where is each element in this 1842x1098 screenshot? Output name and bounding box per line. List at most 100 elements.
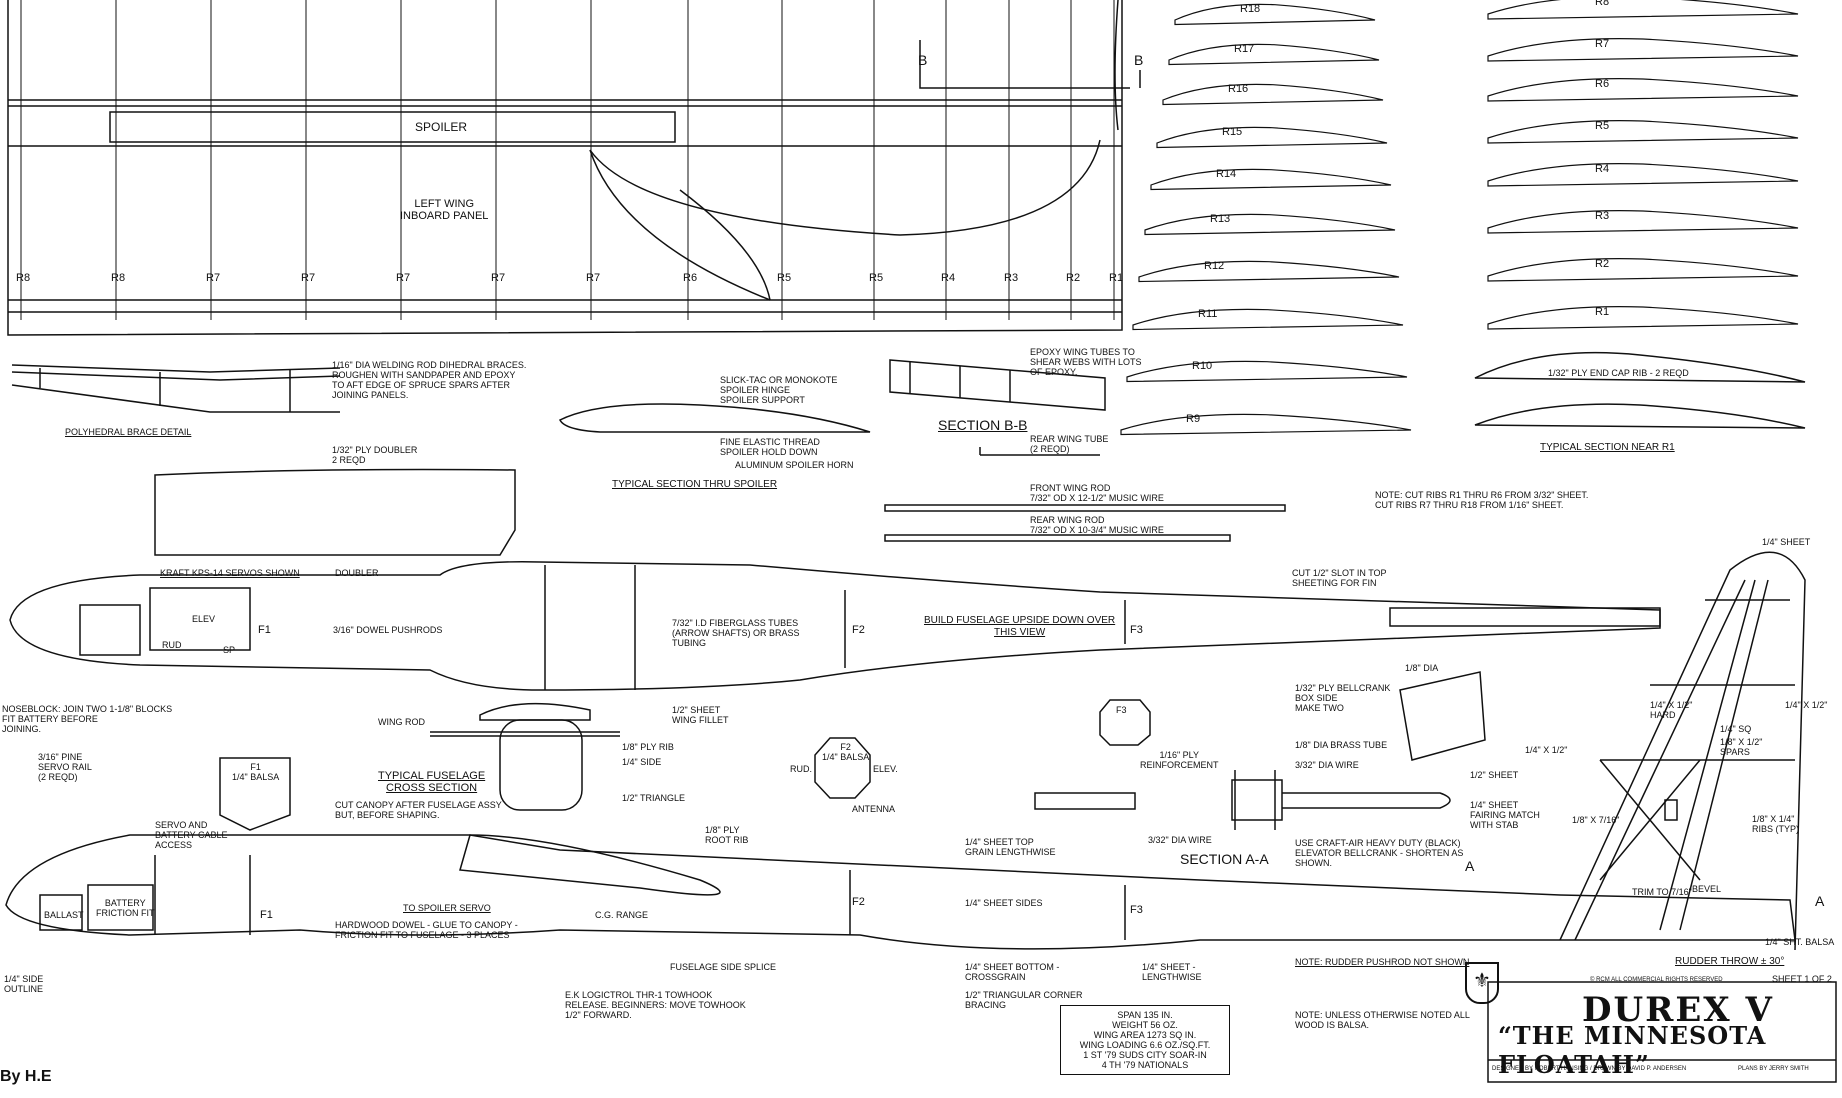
brass-tube-note: 1/8" DIA BRASS TUBE [1295,740,1388,750]
plans-by-text: PLANS BY JERRY SMITH [1738,1066,1809,1072]
rib-label: R7 [1595,38,1610,50]
author-credit: By H.E [0,1068,52,1085]
build-upside-note: BUILD FUSELAGE UPSIDE DOWN OVER THIS VIE… [924,615,1116,638]
wing-rib-label: R5 [869,272,884,284]
panel-label: LEFT WING INBOARD PANEL [400,198,489,222]
rib-label: R5 [1595,120,1610,132]
craft-air-note: USE CRAFT-AIR HEAVY DUTY (BLACK) ELEVATO… [1295,838,1464,868]
rib-airfoil [1487,258,1799,282]
rib-airfoil [1487,163,1799,187]
wing-rib-label: R8 [16,272,31,284]
cg-range-note: C.G. RANGE [595,910,649,920]
rib-label: R15 [1222,126,1243,138]
section-aa-label: SECTION A-A [1180,851,1269,867]
f3-label: F3 [1116,705,1127,715]
wing-rib-label: R8 [111,272,126,284]
wing-rib-label: R4 [941,272,956,284]
section-b-left: B [918,52,928,68]
f2-former [814,737,871,799]
crest-icon: ⚜ [1465,962,1499,1004]
rib-airfoil [1487,0,1799,20]
hardwood-dowel-note: HARDWOOD DOWEL - GLUE TO CANOPY - FRICTI… [335,920,518,940]
quarter-sq-note: 1/4" SQ [1720,724,1752,734]
rear-wing-rod-note: REAR WING ROD 7/32" OD X 10-3/4" MUSIC W… [1030,515,1164,535]
welding-rod-note: 1/16" DIA WELDING ROD DIHEDRAL BRACES. R… [332,360,527,400]
doubler-note: DOUBLER [335,568,379,578]
rib-airfoil [1168,43,1380,66]
quarter-x-half-right-note: 1/4" X 1/2" [1785,700,1828,710]
side-outline-note: 1/4" SIDE OUTLINE [4,974,44,994]
spoiler-section-airfoil [558,403,871,433]
quarter-side-note: 1/4" SIDE [622,757,662,767]
rib-label: R13 [1210,213,1231,225]
ply-doubler-note: 1/32" PLY DOUBLER 2 REQD [332,445,418,465]
rib-label: R17 [1234,43,1255,55]
eighth-dia-note: 1/8" DIA [1405,663,1439,673]
polyhedral-detail-label: POLYHEDRAL BRACE DETAIL [65,427,192,437]
rib-airfoil [1487,120,1799,144]
rud-label: RUD. [790,764,812,774]
specifications-box: SPAN 135 IN. WEIGHT 56 OZ. WING AREA 127… [1060,1005,1230,1075]
half-triangular-note: 1/2" TRIANGULAR CORNER BRACING [965,990,1083,1010]
wing-rib-label: R7 [586,272,601,284]
rear-wing-tube-note: REAR WING TUBE (2 REQD) [1030,434,1109,454]
wing-rib-label: R1 [1109,272,1124,284]
rib-airfoil [1126,360,1408,383]
fiberglass-tubes-note: 7/32" I.D FIBERGLASS TUBES (ARROW SHAFTS… [672,618,800,648]
fuselage-cross-section [430,702,620,811]
note-rudder: NOTE: RUDDER PUSHROD NOT SHOWN [1295,957,1470,967]
fuselage-splice-note: FUSELAGE SIDE SPLICE [670,962,777,972]
quarter-sheet-top-note: 1/4" SHEET [1762,537,1811,547]
rib-airfoil [1487,210,1799,234]
aluminum-horn-note: ALUMINUM SPOILER HORN [735,460,854,470]
fuselage-top-view [9,561,1661,691]
credits-text: DESIGNED BY ROBERT HANSING / DRAWN BY DA… [1492,1066,1687,1072]
section-aa [1034,770,1451,830]
front-wing-rod-note: FRONT WING ROD 7/32" OD X 12-1/2" MUSIC … [1030,483,1164,503]
half-sheet-note: 1/2" SHEET [1470,770,1519,780]
section-a-left: A [1465,858,1475,874]
servo-access-note: SERVO AND BATTERY CABLE ACCESS [155,820,228,850]
rib-label: R9 [1186,413,1201,425]
quarter-sides-note: 1/4" SHEET SIDES [965,898,1043,908]
elev-servo-label: ELEV [192,614,216,624]
rib-airfoil [1120,413,1412,436]
wing-rib-label: R2 [1066,272,1081,284]
rib-label: R3 [1595,210,1610,222]
ballast-note: BALLAST [44,910,84,920]
rib-airfoil [1487,38,1799,62]
end-cap-note: 1/32" PLY END CAP RIB - 2 REQD [1548,368,1689,378]
note-ribs: NOTE: CUT RIBS R1 THRU R6 FROM 3/32" SHE… [1375,490,1589,510]
slick-tac-note: SLICK-TAC OR MONOKOTE SPOILER HINGE [720,375,838,395]
rights-text: © RCM ALL COMMERCIAL RIGHTS RESERVED [1590,977,1723,983]
trim-note: TRIM TO 7/16" [1632,887,1692,897]
hard-spar-note: 1/4" X 1/2" HARD [1650,700,1693,720]
cut-slot-note: CUT 1/2" SLOT IN TOP SHEETING FOR FIN [1292,568,1387,588]
left-wing-panel [7,0,1141,336]
eighth-spars-note: 1/8" X 1/2" SPARS [1720,737,1763,757]
section-bb [889,359,1106,456]
section-bb-label: SECTION B-B [938,417,1028,433]
wing-rib-label: R6 [683,272,698,284]
wing-rib-label: R7 [206,272,221,284]
wing-rib-label: R7 [301,272,316,284]
spoiler-label: SPOILER [415,120,468,134]
section-b-right: B [1134,52,1144,68]
bevel-note: BEVEL [1692,884,1722,894]
plan-subtitle: “THE MINNESOTA FLOATAH” [1498,1021,1767,1079]
spoiler-support-note: SPOILER SUPPORT [720,395,805,405]
fuselage-side-view [5,834,1796,950]
fin-outline [1559,551,1806,951]
note-unless: NOTE: UNLESS OTHERWISE NOTED ALL WOOD IS… [1295,1010,1470,1030]
antenna-label: ANTENNA [852,804,896,814]
dowel-pushrods-note: 3/16" DOWEL PUSHRODS [333,625,443,635]
elev-label: ELEV. [873,764,898,774]
f1-side-label: F1 [260,909,273,921]
f3-top-label: F3 [1130,624,1143,636]
fine-elastic-note: FINE ELASTIC THREAD SPOILER HOLD DOWN [720,437,820,457]
rib-airfoil [1150,168,1392,191]
sixteenth-ply-note: 1/16" PLY REINFORCEMENT [1140,750,1219,770]
ply-bellcrank-note: 1/32" PLY BELLCRANK BOX SIDE MAKE TWO [1295,683,1391,713]
quarter-top-grain-note: 1/4" SHEET TOP GRAIN LENGTHWISE [965,837,1056,857]
